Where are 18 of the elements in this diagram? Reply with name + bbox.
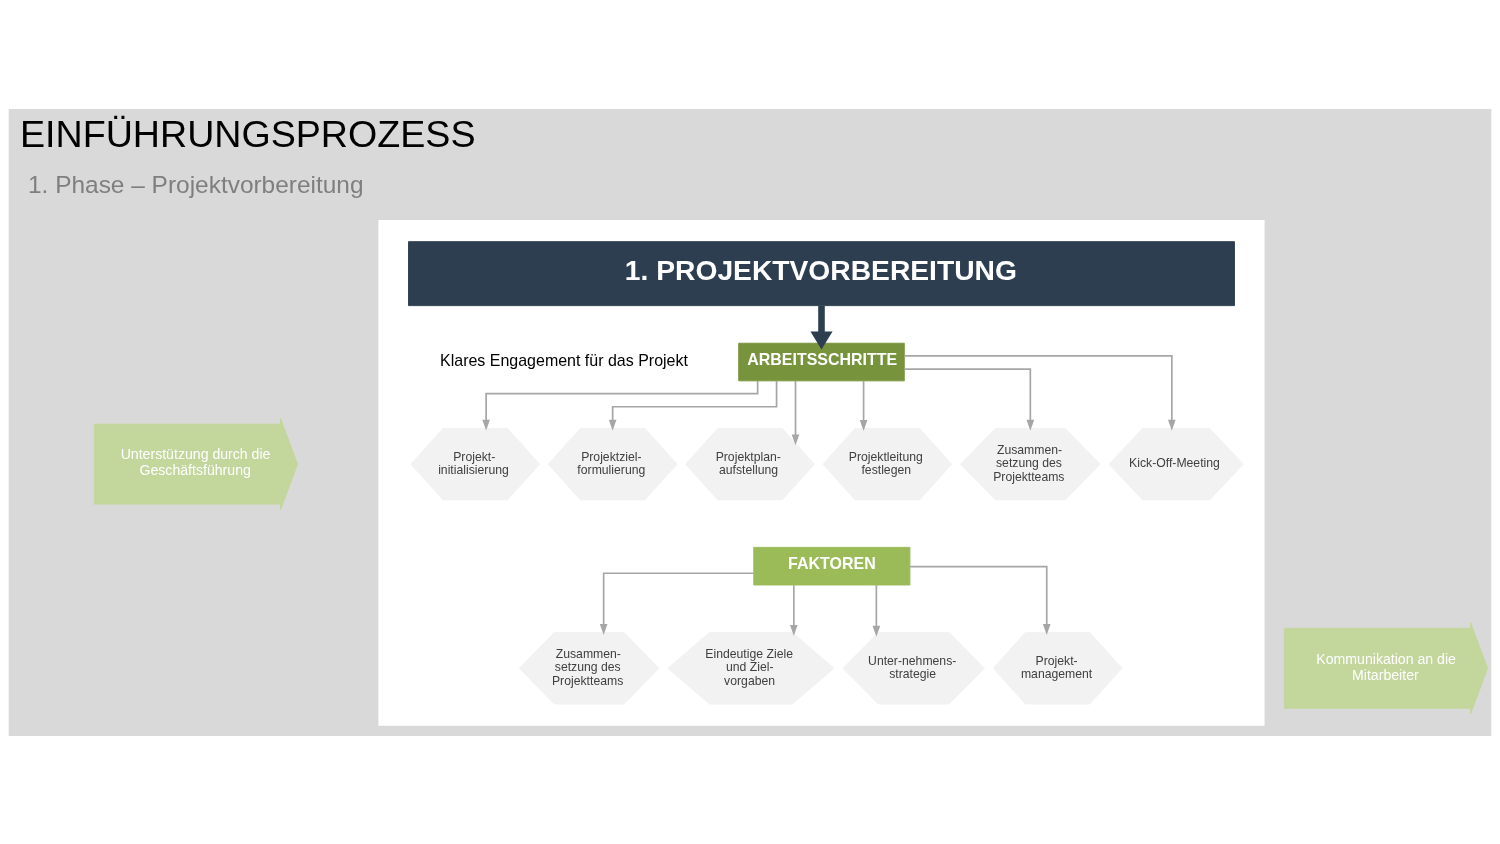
label: 1. Phase – Projektvorbereitung xyxy=(27,170,364,198)
arrow xyxy=(859,379,868,431)
arrow xyxy=(903,354,1176,431)
node-box: ARBEITSSCHRITTE xyxy=(738,342,905,381)
diagram-title: EINFÜHRUNGSPROZESS xyxy=(19,112,476,155)
arrow xyxy=(791,379,800,445)
arrow xyxy=(909,565,1051,635)
node-box: 1. PROJEKTVORBEREITUNG xyxy=(408,240,1235,306)
arrow xyxy=(872,583,881,637)
label: Klares Engagement für das Projekt xyxy=(440,351,688,369)
arrow xyxy=(810,305,833,349)
arrow xyxy=(599,571,755,635)
arrow xyxy=(482,379,759,431)
cluster xyxy=(378,219,1265,726)
node-box: FAKTOREN xyxy=(753,546,911,585)
arrow xyxy=(903,367,1035,431)
arrow xyxy=(608,379,778,431)
arrow xyxy=(790,583,798,636)
